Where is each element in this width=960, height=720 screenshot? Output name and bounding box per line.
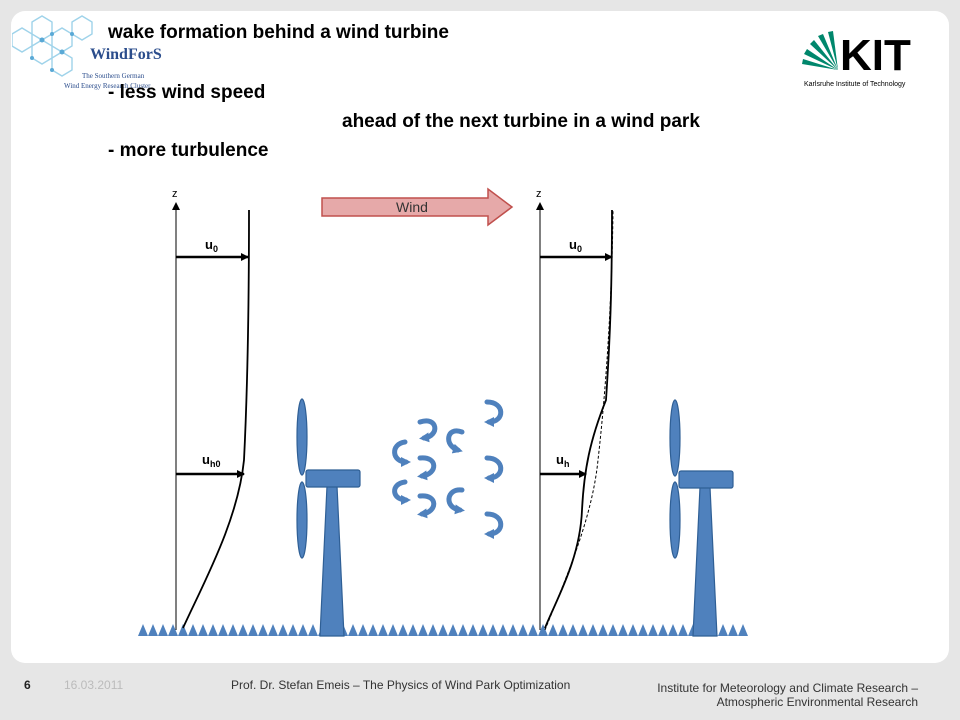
turbulence-eddies [392, 399, 504, 539]
left-turbine-blade-upper [296, 398, 308, 476]
footer-institute-line2: Atmospheric Environmental Research [716, 695, 918, 709]
kit-logo: KIT Karlsruhe Institute of Technology [802, 31, 911, 88]
left-turbine-tower [319, 485, 345, 637]
right-u0-label: u0 [569, 237, 582, 254]
windfors-name: WindForS [90, 46, 162, 63]
wind-label: Wind [396, 199, 428, 215]
footer-date: 16.03.2011 [64, 678, 124, 692]
kit-name: KIT [840, 31, 911, 80]
right-turbine-nacelle [678, 470, 734, 489]
right-uh-label: uh [556, 452, 569, 469]
right-profile: z u0 uh [536, 188, 614, 631]
turbulence-eddy [392, 479, 411, 505]
turbulence-eddy [484, 455, 504, 483]
right-turbine-blade-lower [669, 481, 681, 559]
turbulence-eddy [446, 428, 465, 454]
turbulence-eddy [417, 418, 438, 443]
ground [138, 624, 752, 636]
bullet-less-wind-speed: - less wind speed [108, 82, 266, 103]
bullet-wake-formation: wake formation behind a wind turbine [108, 22, 449, 43]
turbulence-eddy [484, 399, 504, 427]
windfors-tagline-1: The Southern German [82, 72, 145, 80]
kit-tagline: Karlsruhe Institute of Technology [804, 81, 906, 88]
turbulence-eddy [392, 439, 411, 467]
left-uh0-label: uh0 [202, 452, 220, 469]
left-u0-label: u0 [205, 237, 218, 254]
right-wind-turbine [669, 399, 734, 637]
bullet-more-turbulence: - more turbulence [108, 140, 269, 161]
windfors-tagline-2: Wind Energy Research Cluster [64, 82, 151, 90]
footer-author: Prof. Dr. Stefan Emeis – The Physics of … [231, 678, 571, 692]
left-velocity-profile [182, 209, 250, 629]
footer-institute-line1: Institute for Meteorology and Climate Re… [657, 681, 918, 695]
turbulence-eddy [417, 493, 437, 519]
slide-background [11, 11, 949, 663]
turbulence-eddy [446, 487, 465, 515]
left-turbine-nacelle [305, 469, 361, 488]
left-z-label: z [172, 188, 178, 200]
right-turbine-blade-upper [669, 399, 681, 477]
right-turbine-tower [692, 486, 718, 637]
left-profile: z u0 uh0 [172, 188, 250, 630]
bullet-next-turbine: ahead of the next turbine in a wind park [342, 111, 700, 132]
turbulence-eddy [484, 511, 504, 539]
right-z-label: z [536, 188, 542, 200]
right-wake-profile [544, 209, 613, 629]
page-number: 6 [24, 678, 31, 692]
wind-arrow: Wind [321, 187, 514, 227]
windfors-logo: WindForS The Southern German Wind Energy… [12, 15, 162, 90]
right-undisturbed-profile [544, 209, 614, 631]
left-turbine-blade-lower [296, 481, 308, 559]
turbulence-eddy [417, 455, 437, 481]
left-wind-turbine [296, 398, 361, 637]
